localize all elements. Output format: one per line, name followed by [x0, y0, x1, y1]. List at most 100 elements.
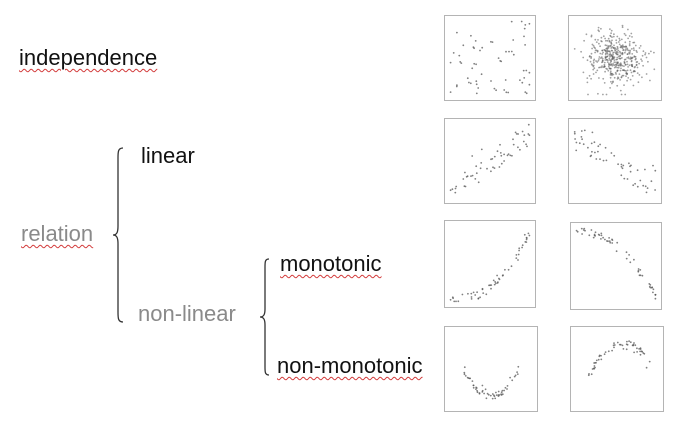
scatter-point [619, 79, 621, 81]
scatter-point [600, 36, 603, 39]
scatter-point [619, 69, 622, 72]
scatter-point [507, 153, 510, 155]
scatter-point [606, 47, 609, 50]
scatter-point [608, 45, 610, 47]
scatter-point [623, 84, 625, 86]
panel-frame [570, 222, 662, 310]
scatter-point [641, 76, 643, 79]
scatter-point [502, 274, 504, 277]
scatter-point [498, 166, 501, 168]
label-non-linear: non-linear [138, 301, 236, 326]
scatter-point [607, 350, 610, 353]
scatter-point [605, 159, 608, 162]
scatter-panel-linear-negative [568, 118, 662, 204]
scatter-point [490, 287, 492, 290]
scatter-point [654, 169, 657, 172]
scatter-point [631, 65, 634, 68]
scatter-point [613, 44, 615, 47]
scatter-point [509, 376, 511, 379]
scatter-point [512, 138, 514, 141]
scatter-point [636, 51, 638, 53]
scatter-point [510, 265, 513, 268]
scatter-point [633, 69, 635, 72]
scatter-point [626, 69, 629, 72]
scatter-point [494, 397, 497, 400]
scatter-point [607, 69, 610, 72]
scatter-point [626, 47, 629, 50]
scatter-point [575, 229, 578, 232]
scatter-point [619, 57, 622, 60]
scatter-point [627, 56, 630, 58]
scatter-point [503, 389, 505, 392]
scatter-point [621, 344, 624, 347]
scatter-point [623, 65, 625, 67]
scatter-panel-independence-sparse [444, 15, 536, 101]
scatter-point [470, 298, 473, 300]
scatter-point [463, 373, 466, 376]
scatter-point [528, 22, 531, 25]
scatter-point [604, 37, 606, 40]
scatter-point [593, 141, 596, 144]
scatter-point [604, 49, 606, 51]
scatter-point [590, 34, 593, 37]
scatter-point [493, 283, 496, 286]
scatter-point [612, 344, 615, 347]
scatter-point [470, 34, 472, 37]
scatter-point [590, 57, 592, 59]
scatter-point [491, 41, 494, 43]
scatter-point [621, 74, 624, 77]
scatter-point [634, 44, 637, 47]
scatter-point [506, 154, 509, 157]
scatter-point [493, 155, 496, 158]
scatter-point [491, 158, 494, 160]
scatter-point [601, 49, 604, 52]
scatter-point [612, 73, 615, 76]
label-non-monotonic: non-monotonic [277, 353, 423, 378]
scatter-point [644, 168, 646, 171]
scatter-point [592, 59, 595, 62]
scatter-point [625, 45, 627, 48]
scatter-point [588, 74, 591, 77]
scatter-point [594, 51, 596, 54]
scatter-point [601, 59, 604, 62]
scatter-point [604, 351, 607, 353]
scatter-point [617, 55, 620, 58]
scatter-point [621, 45, 623, 47]
scatter-point [591, 131, 594, 134]
scatter-point [588, 373, 590, 375]
scatter-point [618, 50, 621, 53]
scatter-point [474, 294, 477, 296]
scatter-point [477, 87, 480, 89]
scatter-point [449, 189, 452, 192]
scatter-point [643, 352, 646, 355]
scatter-point [464, 171, 466, 174]
scatter-point [601, 40, 603, 43]
scatter-point [489, 394, 492, 397]
scatter-point [604, 53, 607, 56]
scatter-point [650, 180, 653, 183]
scatter-point [475, 165, 478, 168]
scatter-point [624, 93, 627, 96]
scatter-point [625, 251, 628, 254]
scatter-point [594, 38, 597, 41]
scatter-point [492, 166, 494, 169]
scatter-point [630, 57, 632, 60]
scatter-point [595, 41, 598, 43]
scatter-point [620, 67, 622, 70]
scatter-point [515, 257, 518, 259]
scatter-point [630, 71, 633, 74]
scatter-point [625, 75, 627, 77]
scatter-point [610, 64, 612, 66]
scatter-point [453, 300, 456, 303]
scatter-point [582, 143, 585, 146]
scatter-point [493, 167, 496, 169]
scatter-point [632, 84, 635, 87]
scatter-point [609, 53, 611, 56]
scatter-point [481, 287, 484, 290]
scatter-point [491, 397, 494, 400]
scatter-point [528, 83, 531, 86]
scatter-point [516, 373, 519, 375]
scatter-point [595, 71, 597, 74]
scatter-point [462, 44, 465, 47]
scatter-point [632, 184, 635, 187]
